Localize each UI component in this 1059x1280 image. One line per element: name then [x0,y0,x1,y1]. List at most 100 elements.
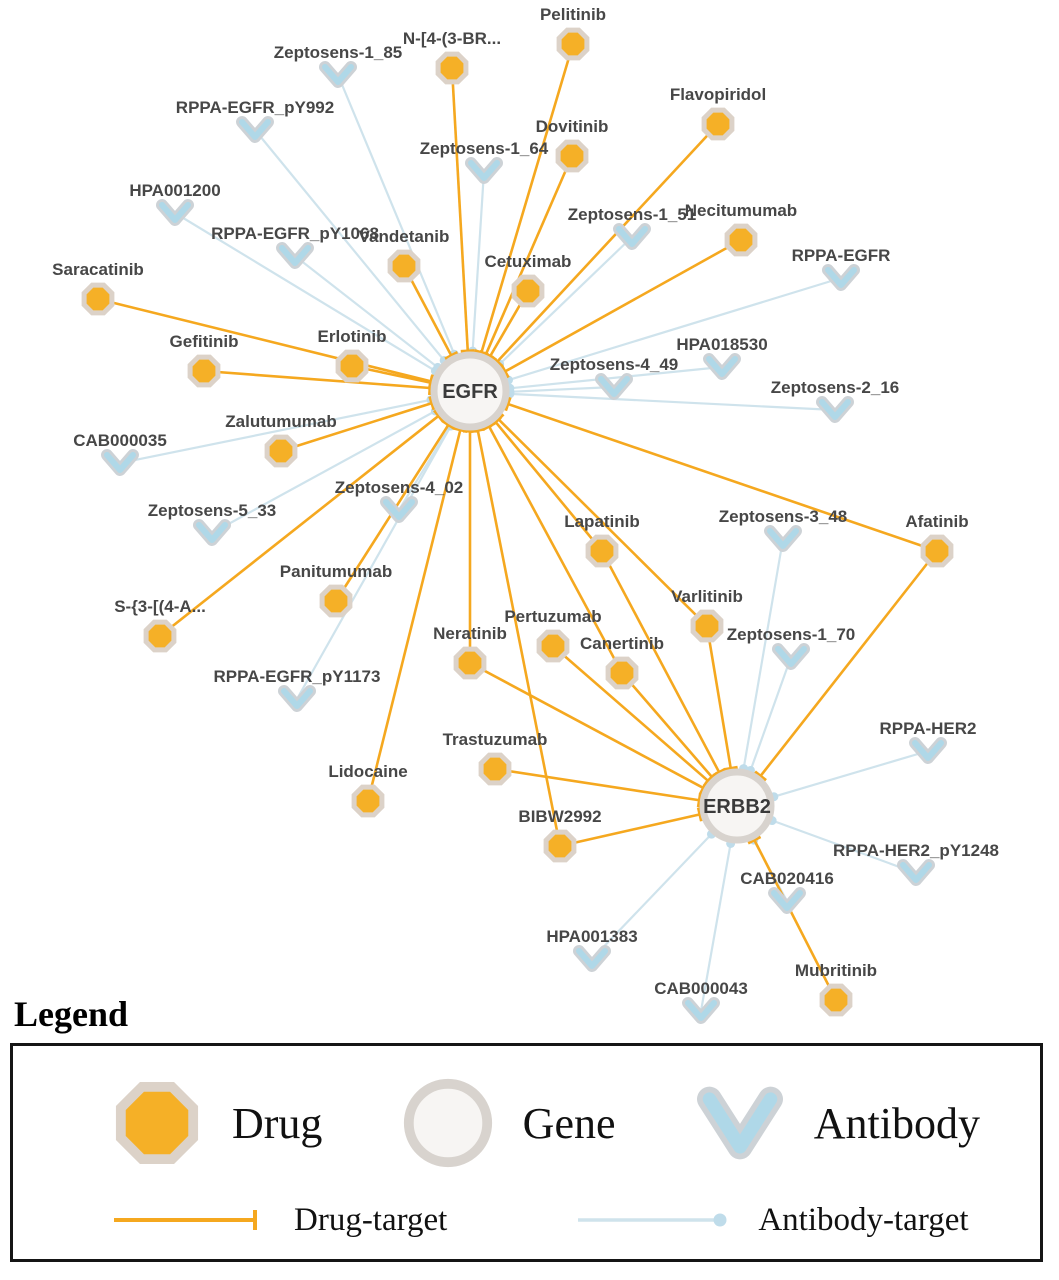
gene-node-egfr[interactable] [430,351,510,431]
drug-target-edge-pertuzumab[interactable] [552,645,710,783]
drug-node-gefitinib[interactable] [187,354,221,388]
drug-target-edge-dovitinib[interactable] [484,155,574,355]
drug-target-edge-mubritinib[interactable] [753,839,838,1001]
gene-node-erbb2[interactable] [699,768,775,844]
node-label-erlotinib: Erlotinib [318,327,387,346]
antibody-node-z2_16[interactable] [819,399,851,420]
antibody-node-hpa001200[interactable] [159,202,191,223]
drug-target-tee-erlotinib [427,375,434,390]
node-label-rppa_egfr: RPPA-EGFR [792,246,891,265]
drug-target-edge-bibw2992[interactable] [559,813,701,848]
drug-target-edge-flavopiridol[interactable] [496,123,719,363]
drug-node-canertinib[interactable] [605,656,639,690]
antibody-node-z4_02[interactable] [383,499,415,520]
antibody-target-edge-z4_49[interactable] [509,385,615,393]
drug-node-varlitinib[interactable] [690,609,724,643]
node-label-trastuzumab: Trastuzumab [443,730,548,749]
antibody-node-z1_85[interactable] [322,64,354,85]
drug-node-zalutumumab[interactable] [264,434,298,468]
antibody-target-edge-z1_85[interactable] [336,74,456,355]
drug-node-lidocaine[interactable] [351,784,385,818]
drug-target-edge-varlitinib[interactable] [497,418,708,627]
antibody-node-hpa018530[interactable] [706,356,738,377]
antibody-node-rppa_her2_py1248[interactable] [900,862,932,883]
antibody-target-edge-cab000043[interactable] [699,843,732,1012]
drug-target-edge-lapatinib[interactable] [600,550,721,774]
drug-node-flavopiridol[interactable] [701,107,735,141]
node-label-z3_48: Zeptosens-3_48 [719,507,848,526]
antibody-node-z1_64[interactable] [468,160,500,181]
drug-node-n4_3br[interactable] [435,51,469,85]
drug-target-edge-lapatinib[interactable] [494,421,604,552]
drug-target-edge-necitumumab[interactable] [504,238,742,373]
drug-node-afatinib[interactable] [920,534,954,568]
drug-target-edge-s3_4a[interactable] [159,414,440,638]
antibody-chevron-icon [696,1086,783,1160]
drug-target-edge-afatinib[interactable] [759,550,939,777]
antibody-node-z1_51[interactable] [616,226,648,247]
drug-node-dovitinib[interactable] [555,139,589,173]
antibody-node-rppa_py1068[interactable] [279,245,311,266]
antibody-node-cab000035[interactable] [104,452,136,473]
antibody-node-cab020416[interactable] [771,890,803,911]
antibody-node-z1_70[interactable] [775,646,807,667]
drug-target-edge-n4_3br[interactable] [450,67,470,352]
antibody-target-edge-z2_16[interactable] [509,392,836,412]
antibody-node-z5_33[interactable] [196,522,228,543]
drug-node-saracatinib[interactable] [81,282,115,316]
antibody-target-edge-rppa_her2_py1248[interactable] [771,819,917,875]
drug-node-lapatinib[interactable] [585,534,619,568]
antibody-target-edge-z3_48[interactable] [742,538,785,769]
antibody-target-edge-z1_70[interactable] [749,656,793,771]
antibody-node-z4_49[interactable] [598,376,630,397]
drug-target-edge-saracatinib[interactable] [97,297,432,383]
drug-target-edge-gefitinib[interactable] [203,369,431,390]
antibody-target-edge-rppa_egfr[interactable] [508,276,842,382]
drug-target-edge-neratinib[interactable] [469,661,705,790]
antibody-target-edge-rppa_py992[interactable] [254,129,446,362]
antibody-target-edge-z1_64[interactable] [471,170,486,352]
antibody-target-edge-hpa001200[interactable] [174,212,436,372]
drug-target-edge-pelitinib[interactable] [480,43,575,354]
drug-node-bibw2992[interactable] [543,829,577,863]
drug-node-erlotinib[interactable] [335,349,369,383]
antibody-target-edge-z5_33[interactable] [211,410,436,534]
drug-node-cetuximab[interactable] [511,274,545,308]
drug-target-edge-canertinib[interactable] [621,672,714,779]
antibody-target-edge-rppa_py1173[interactable] [296,425,452,700]
drug-target-edge-afatinib[interactable] [507,402,938,553]
antibody-node-rppa_her2[interactable] [912,740,944,761]
node-label-n4_3br: N-[4-(3-BR... [403,29,501,48]
drug-target-tee-cetuximab [483,351,497,362]
node-label-bibw2992: BIBW2992 [518,807,601,826]
node-label-vandetanib: Vandetanib [359,227,450,246]
drug-node-pelitinib[interactable] [556,27,590,61]
drug-node-neratinib[interactable] [453,646,487,680]
drug-node-mubritinib[interactable] [819,983,853,1017]
drug-target-edge-zalutumumab[interactable] [280,401,433,453]
node-label-z2_16: Zeptosens-2_16 [771,378,900,397]
antibody-node-z3_48[interactable] [767,528,799,549]
antibody-target-edge-hpa001383[interactable] [591,833,713,960]
node-label-cetuximab: Cetuximab [485,252,572,271]
antibody-target-edge-rppa_py1068[interactable] [294,255,439,369]
drug-node-panitumumab[interactable] [319,584,353,618]
antibody-node-rppa_egfr[interactable] [825,267,857,288]
drug-target-edge-canertinib[interactable] [487,425,624,674]
drug-node-s3_4a[interactable] [143,619,177,653]
antibody-node-hpa001383[interactable] [576,948,608,969]
antibody-node-rppa_py1173[interactable] [281,688,313,709]
antibody-target-edge-cab000035[interactable] [119,398,432,465]
drug-target-edge-lidocaine[interactable] [366,429,462,802]
antibody-node-cab000043[interactable] [685,1000,717,1021]
antibody-node-rppa_py992[interactable] [239,119,271,140]
drug-node-vandetanib[interactable] [387,249,421,283]
drug-node-trastuzumab[interactable] [478,752,512,786]
antibody-target-edge-z1_51[interactable] [498,236,633,365]
drug-node-necitumumab[interactable] [724,223,758,257]
drug-target-edge-varlitinib[interactable] [705,625,733,769]
drug-target-edge-trastuzumab[interactable] [494,767,700,802]
antibody-target-edge-rppa_her2[interactable] [773,749,929,798]
drug-node-pertuzumab[interactable] [536,629,570,663]
antibody-target-edge-hpa018530[interactable] [509,365,723,390]
